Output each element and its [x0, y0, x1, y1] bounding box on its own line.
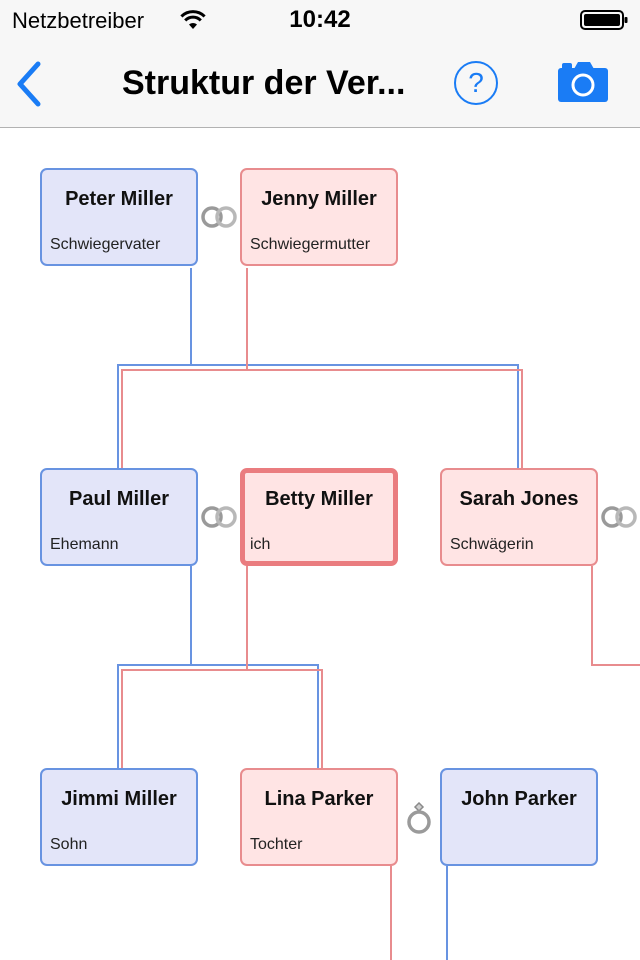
battery-icon [580, 10, 628, 30]
status-time: 10:42 [289, 6, 351, 33]
camera-button[interactable] [556, 60, 610, 104]
person-name: Sarah Jones [459, 488, 579, 510]
page-title: Struktur der Ver... [122, 64, 406, 102]
navigation-bar: Struktur der Ver... ? [0, 40, 640, 128]
person-name: Jenny Miller [261, 188, 377, 210]
person-role: Schwägerin [450, 536, 534, 553]
help-button[interactable]: ? [454, 61, 498, 105]
person-role: Sohn [50, 836, 88, 853]
person-card-john-parker[interactable]: John Parker [440, 768, 598, 866]
person-card-jimmi-miller[interactable]: Jimmi Miller Sohn [40, 768, 198, 866]
person-name: Peter Miller [65, 188, 173, 210]
carrier-name: Netzbetreiber [12, 8, 145, 33]
wedding-rings-icon [201, 206, 237, 228]
person-card-lina-parker[interactable]: Lina Parker Tochter [240, 768, 398, 866]
person-role: Ehemann [50, 536, 119, 553]
person-name: Jimmi Miller [61, 788, 177, 810]
family-tree[interactable]: Peter Miller Schwiegervater Jenny Miller… [0, 129, 640, 960]
back-button[interactable] [10, 58, 54, 110]
person-role: Tochter [250, 836, 303, 853]
person-name: Betty Miller [265, 488, 373, 510]
person-card-peter-miller[interactable]: Peter Miller Schwiegervater [40, 168, 198, 266]
camera-icon [558, 62, 608, 102]
person-name: John Parker [461, 788, 577, 810]
person-role: Schwiegermutter [250, 236, 371, 253]
engagement-ring-icon [407, 802, 431, 834]
person-card-betty-miller[interactable]: Betty Miller ich [240, 468, 398, 566]
chevron-left-icon [17, 61, 41, 107]
wedding-rings-icon [201, 506, 237, 528]
status-bar: Netzbetreiber 10:42 [0, 0, 640, 40]
wifi-icon [180, 10, 206, 29]
person-card-sarah-jones[interactable]: Sarah Jones Schwägerin [440, 468, 598, 566]
person-role: Schwiegervater [50, 236, 161, 253]
person-card-jenny-miller[interactable]: Jenny Miller Schwiegermutter [240, 168, 398, 266]
relationship-lines [117, 268, 640, 960]
wedding-rings-icon [601, 506, 637, 528]
person-name: Lina Parker [264, 788, 374, 810]
person-card-paul-miller[interactable]: Paul Miller Ehemann [40, 468, 198, 566]
person-role: ich [250, 536, 271, 553]
person-name: Paul Miller [68, 488, 170, 510]
